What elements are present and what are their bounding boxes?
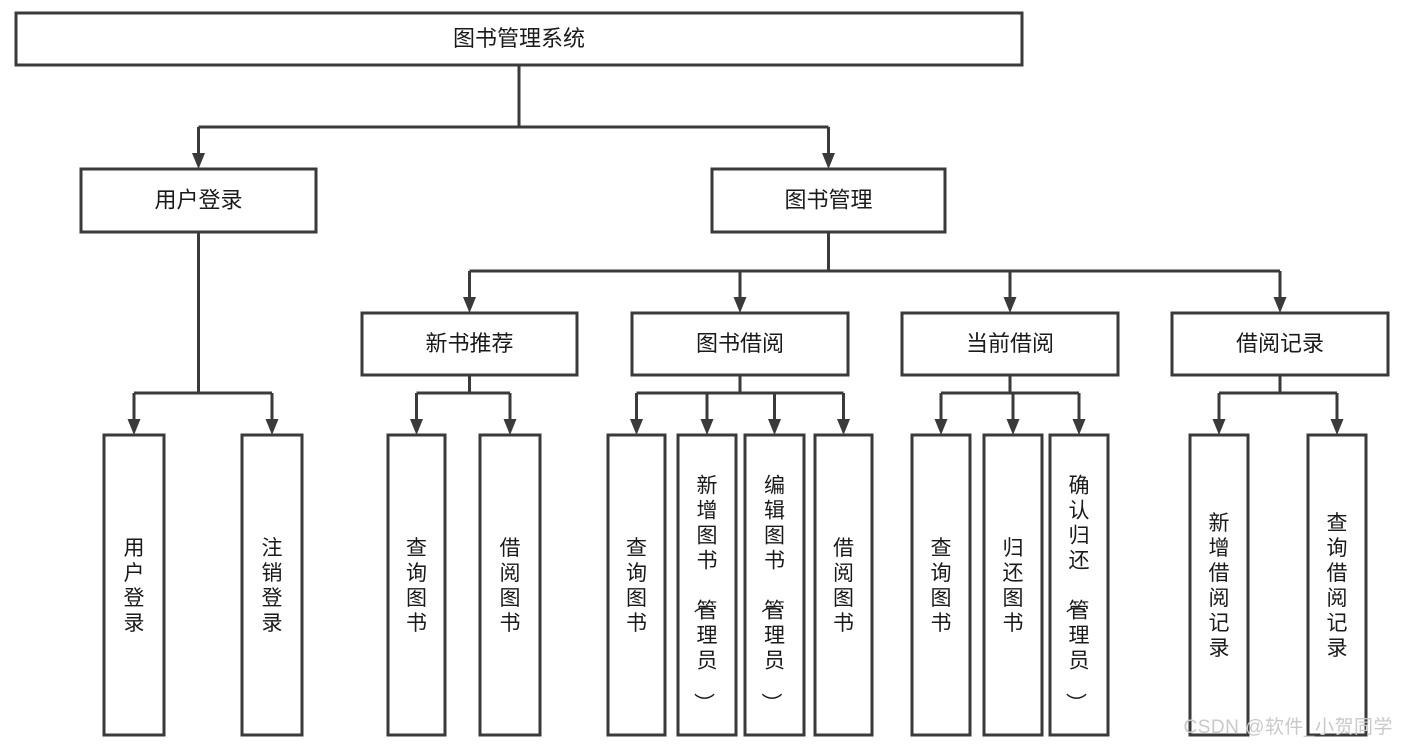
node-box	[1306, 433, 1368, 737]
node-box	[743, 433, 806, 737]
node-leaf-query-book-1[interactable]: 查询图书	[386, 433, 447, 737]
node-label: 借阅记录	[1236, 331, 1324, 356]
node-box	[386, 433, 447, 737]
node-label: 图书管理	[784, 187, 872, 212]
node-box	[630, 311, 850, 377]
connector-arrow	[768, 419, 781, 435]
node-label: 归还图书	[1003, 537, 1024, 635]
node-label: 用户登录	[154, 187, 242, 212]
node-box	[910, 433, 972, 737]
node-box	[676, 433, 738, 737]
connector-arrow	[837, 419, 850, 435]
connector-arrow	[127, 419, 141, 435]
node-leaf-borrow-book-2[interactable]: 借阅图书	[813, 433, 874, 737]
node-label: 新增借阅记录	[1209, 512, 1230, 660]
node-label: 新增图书（管理员）	[692, 475, 718, 714]
node-box	[360, 311, 579, 377]
connector-arrow	[265, 419, 279, 435]
node-box	[900, 311, 1120, 377]
node-label: 借阅图书	[500, 537, 521, 635]
node-box	[813, 433, 874, 737]
node-label: 图书借阅	[696, 331, 784, 356]
connector-layer	[127, 65, 1344, 435]
node-box	[240, 433, 304, 737]
node-current-borrow[interactable]: 当前借阅	[900, 311, 1120, 377]
node-book-borrow[interactable]: 图书借阅	[630, 311, 850, 377]
node-layer: 图书管理系统用户登录图书管理新书推荐图书借阅当前借阅借阅记录用户登录注销登录查询…	[14, 11, 1390, 737]
node-box	[478, 433, 542, 737]
connector-arrow	[1330, 419, 1344, 435]
node-box	[1170, 311, 1390, 377]
node-label: 确认归还（管理员）	[1064, 475, 1090, 714]
connector-arrow	[700, 419, 714, 435]
node-leaf-logout-login[interactable]: 注销登录	[240, 433, 304, 737]
node-label: 查询图书	[626, 537, 647, 635]
node-label: 注销登录	[262, 537, 283, 635]
node-box	[102, 433, 166, 737]
connector-arrow	[410, 419, 423, 435]
node-label: 编辑图书（管理员）	[759, 475, 785, 714]
connector-arrow	[733, 297, 747, 313]
connector-arrow	[1212, 419, 1226, 435]
node-label: 查询借阅记录	[1327, 512, 1348, 660]
node-leaf-query-book-3[interactable]: 查询图书	[910, 433, 972, 737]
node-box	[1188, 433, 1250, 737]
node-label: 用户登录	[124, 537, 145, 635]
node-box	[710, 167, 947, 234]
node-new-book-rec[interactable]: 新书推荐	[360, 311, 579, 377]
connector-arrow	[503, 419, 517, 435]
connector-arrow	[1072, 419, 1086, 435]
node-box	[982, 433, 1044, 737]
node-leaf-confirm-return[interactable]: 确认归还（管理员）	[1048, 433, 1110, 737]
node-borrow-record[interactable]: 借阅记录	[1170, 311, 1390, 377]
node-label: 查询图书	[406, 537, 427, 635]
node-leaf-query-book-2[interactable]: 查询图书	[606, 433, 667, 737]
connector-arrow	[934, 419, 948, 435]
node-label: 当前借阅	[966, 331, 1054, 356]
node-box	[79, 167, 318, 234]
node-label: 查询图书	[931, 537, 952, 635]
node-leaf-edit-book[interactable]: 编辑图书（管理员）	[743, 433, 806, 737]
node-leaf-return-book[interactable]: 归还图书	[982, 433, 1044, 737]
node-root[interactable]: 图书管理系统	[14, 11, 1024, 67]
connector-arrow	[822, 153, 835, 169]
node-label: 新书推荐	[425, 331, 513, 356]
node-leaf-add-book[interactable]: 新增图书（管理员）	[676, 433, 738, 737]
node-user-login[interactable]: 用户登录	[79, 167, 318, 234]
connector-arrow	[1003, 297, 1017, 313]
connector-arrow	[630, 419, 643, 435]
node-leaf-borrow-book-1[interactable]: 借阅图书	[478, 433, 542, 737]
connector-arrow	[463, 297, 476, 313]
connector-arrow	[1006, 419, 1020, 435]
node-box	[14, 11, 1024, 67]
node-box	[1048, 433, 1110, 737]
node-label: 借阅图书	[833, 537, 854, 635]
connector-arrow	[1273, 297, 1287, 313]
node-leaf-query-record[interactable]: 查询借阅记录	[1306, 433, 1368, 737]
node-book-manage[interactable]: 图书管理	[710, 167, 947, 234]
node-label: 图书管理系统	[453, 26, 585, 51]
node-leaf-user-login[interactable]: 用户登录	[102, 433, 166, 737]
node-leaf-add-record[interactable]: 新增借阅记录	[1188, 433, 1250, 737]
node-box	[606, 433, 667, 737]
connector-arrow	[192, 153, 205, 169]
